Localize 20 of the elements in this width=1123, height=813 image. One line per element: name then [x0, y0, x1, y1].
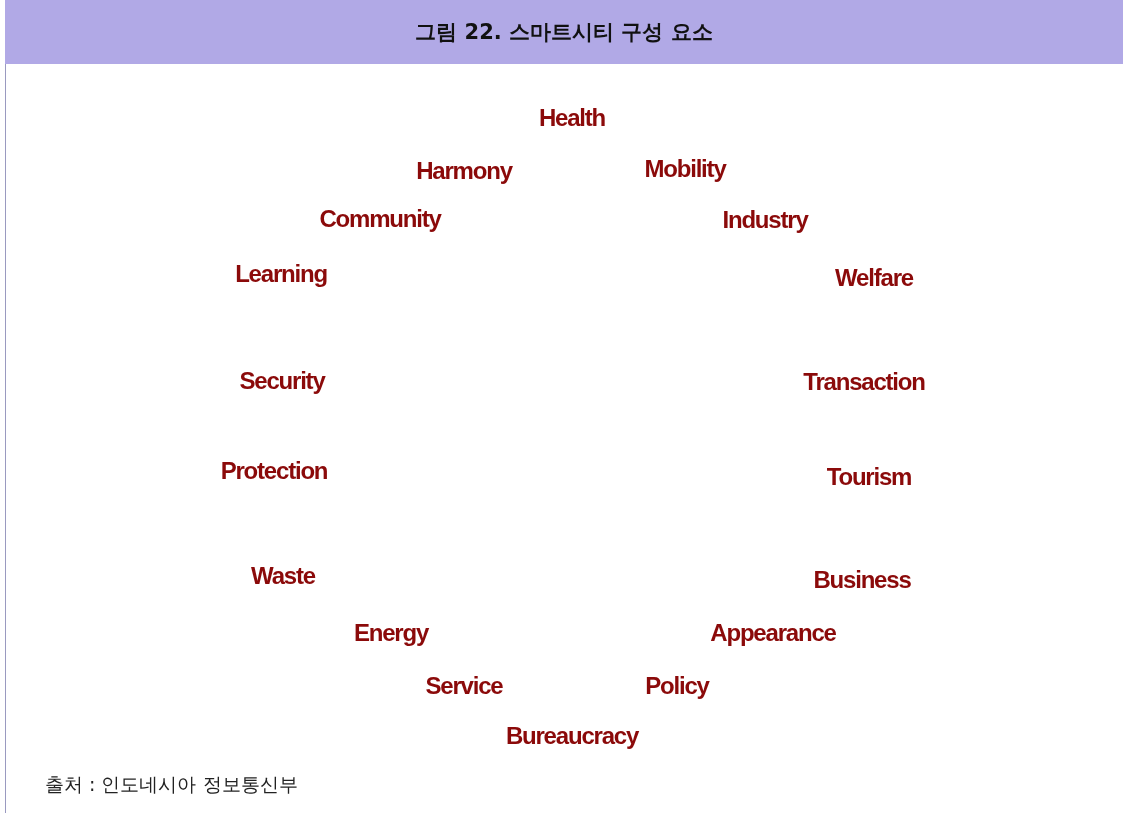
- keyword-label: Policy: [645, 672, 709, 700]
- keyword-label: Appearance: [710, 619, 836, 647]
- keyword-label: Welfare: [835, 264, 913, 292]
- keyword-label: Security: [239, 367, 325, 395]
- keyword-label: Energy: [353, 619, 429, 647]
- title-bar: 그림 22. 스마트시티 구성 요소: [5, 0, 1123, 64]
- keyword-label: Learning: [235, 260, 327, 288]
- keyword-label: Transaction: [803, 368, 925, 396]
- keyword-label: Business: [813, 566, 911, 594]
- keyword-label: Tourism: [826, 463, 912, 491]
- keyword-label: Waste: [251, 562, 315, 590]
- keyword-label: Harmony: [416, 157, 512, 185]
- keyword-label: Mobility: [644, 155, 726, 183]
- keyword-label: Service: [425, 672, 503, 700]
- keyword-label: Industry: [722, 206, 808, 234]
- keyword-label: Health: [538, 104, 606, 132]
- keyword-label: Community: [319, 205, 441, 233]
- keyword-label: Protection: [220, 457, 328, 485]
- keyword-label: Bureaucracy: [505, 722, 639, 750]
- source-note: 출처 : 인도네시아 정보통신부: [45, 772, 298, 797]
